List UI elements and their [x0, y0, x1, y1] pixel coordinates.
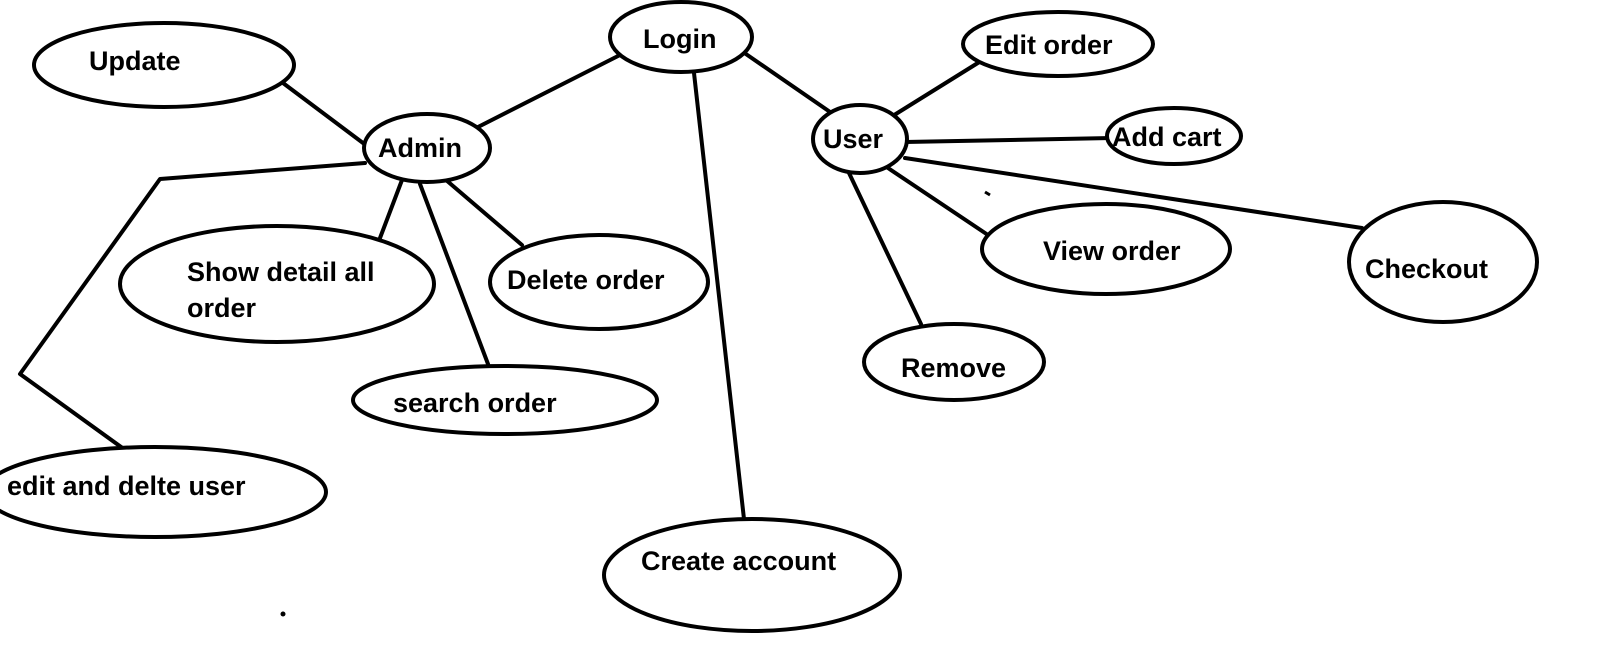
node-label: Update	[89, 46, 181, 76]
node-update[interactable]: Update	[32, 21, 296, 109]
edge-user-remove	[847, 171, 923, 326]
node-delete-order[interactable]: Delete order	[488, 233, 710, 331]
node-label-line2: order	[187, 293, 257, 323]
node-label: search order	[393, 388, 557, 418]
edge-admin-show-detail	[378, 178, 404, 240]
node-label: Admin	[378, 133, 462, 163]
node-user[interactable]: User	[811, 103, 909, 175]
node-remove[interactable]: Remove	[862, 322, 1046, 402]
edge-login-create-account	[692, 71, 747, 530]
stray-dash	[984, 190, 991, 197]
node-label-line1: Show detail all	[187, 257, 375, 287]
edge-login-user	[741, 50, 835, 116]
edge-user-checkout	[903, 156, 1364, 230]
edge-user-view-order	[886, 166, 990, 237]
node-view-order[interactable]: View order	[980, 202, 1232, 296]
node-label: Edit order	[985, 30, 1113, 60]
node-label: User	[823, 124, 884, 154]
edge-login-admin	[476, 53, 622, 129]
edge-user-edit-order	[889, 59, 983, 119]
edge-admin-update	[281, 81, 369, 148]
edges	[18, 50, 1364, 530]
node-label: Create account	[641, 546, 836, 576]
node-edit-order[interactable]: Edit order	[961, 10, 1155, 78]
edge-admin-delete-order	[444, 178, 524, 247]
node-admin[interactable]: Admin	[362, 112, 492, 184]
edge-user-add-cart	[903, 136, 1114, 144]
node-label: Login	[643, 24, 716, 54]
edge-admin-edit-delete-user	[18, 161, 367, 454]
node-edit-and-delte-user[interactable]: edit and delte user	[0, 445, 328, 539]
node-create-account[interactable]: Create account	[602, 517, 902, 633]
node-search-order[interactable]: search order	[351, 364, 659, 436]
node-label: Remove	[901, 353, 1006, 383]
node-label: edit and delte user	[7, 471, 246, 501]
edge-admin-search-order	[418, 182, 490, 366]
node-add-cart[interactable]: Add cart	[1105, 106, 1243, 166]
node-checkout[interactable]: Checkout	[1347, 200, 1539, 324]
node-show-detail-all-order[interactable]: Show detail all order	[118, 224, 436, 344]
node-label: Delete order	[507, 265, 665, 295]
node-label: View order	[1043, 236, 1181, 266]
node-label: Add cart	[1112, 122, 1222, 152]
node-login[interactable]: Login	[608, 0, 754, 74]
stray-dot	[280, 611, 286, 617]
node-label: Checkout	[1365, 254, 1488, 284]
